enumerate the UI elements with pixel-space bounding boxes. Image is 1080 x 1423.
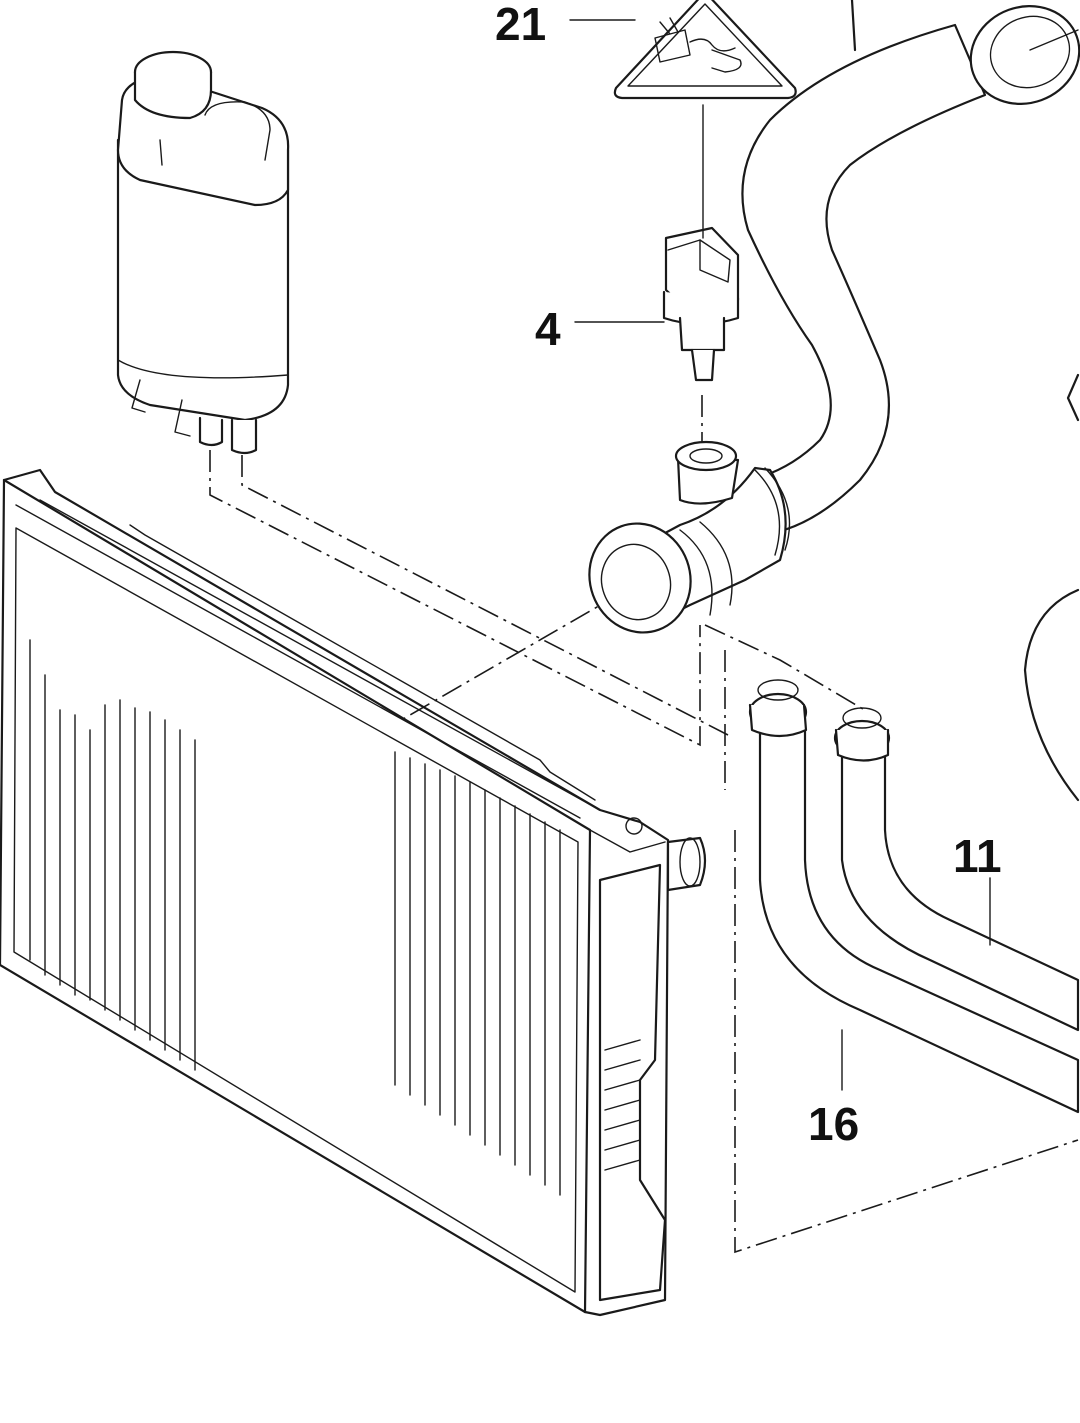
- callout-21: 21: [495, 0, 546, 50]
- upper-coolant-hose: [741, 5, 1080, 537]
- lower-hose-11: [833, 707, 1080, 1032]
- callout-4: 4: [535, 303, 561, 355]
- radiator: [0, 468, 707, 1317]
- callout-11: 11: [953, 830, 1002, 882]
- temperature-sensor: [662, 226, 740, 382]
- expansion-tank: [116, 50, 290, 455]
- hot-coolant-warning-icon: [613, 0, 797, 100]
- callout-16: 16: [808, 1098, 859, 1150]
- callout-leaders: [569, 19, 991, 1091]
- partial-parts-right: [850, 0, 1080, 802]
- lower-hose-16: [748, 679, 1080, 1114]
- sensor-housing: [588, 440, 791, 634]
